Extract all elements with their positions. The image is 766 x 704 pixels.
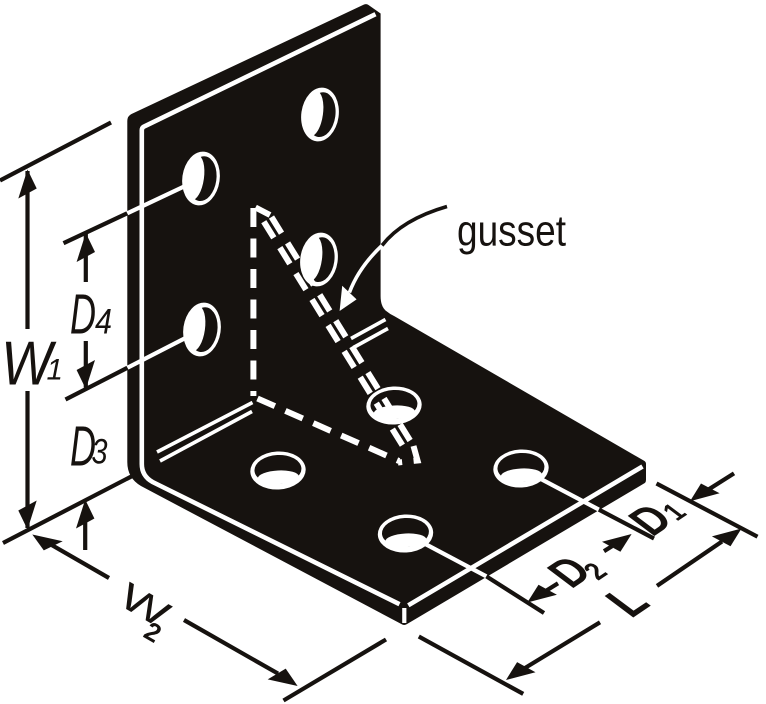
- svg-text:4: 4: [95, 303, 112, 342]
- svg-text:3: 3: [92, 433, 108, 472]
- svg-text:D: D: [70, 283, 96, 347]
- svg-text:D: D: [70, 415, 96, 479]
- svg-text:1: 1: [47, 354, 63, 387]
- svg-text:gusset: gusset: [457, 207, 566, 256]
- svg-text:W: W: [1, 330, 57, 399]
